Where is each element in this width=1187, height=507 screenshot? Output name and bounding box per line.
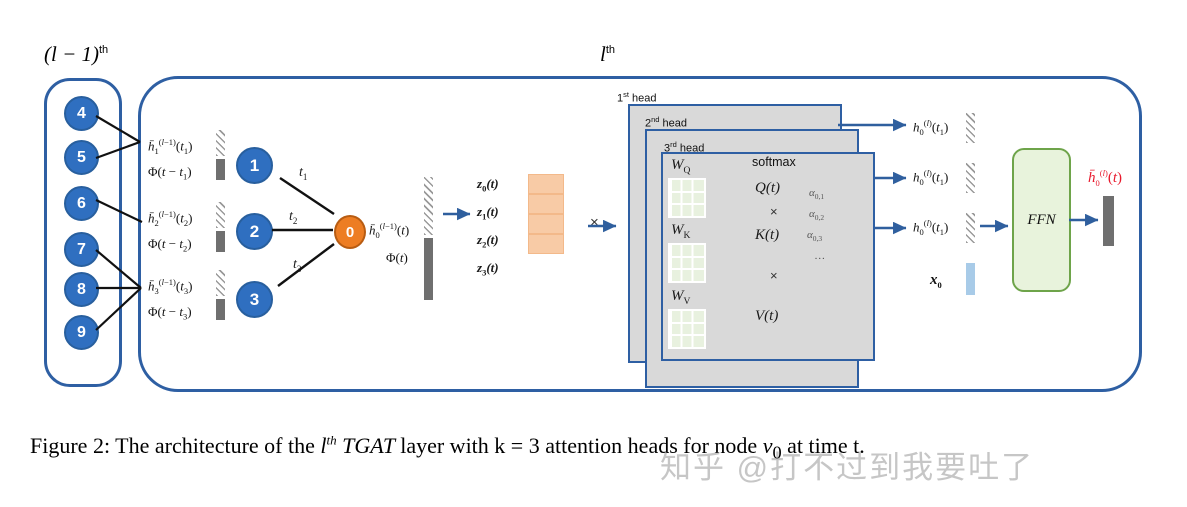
head-output-label-2: h0(l)(t1) [913,168,949,187]
head-title-2: 2nd head [645,115,687,130]
neighbor-3-phi-label: Φ(t − t3) [148,304,192,322]
node-label: 3 [249,289,260,309]
w-q-matrix [668,178,706,218]
head-output-bar-1 [966,113,975,143]
head-output-bar-3 [966,213,975,243]
neighbor-node-5[interactable]: 5 [64,140,99,175]
q-of-t-label: Q(t) [755,180,780,196]
k-of-t-label: K(t) [755,227,780,243]
node-feature-label: x0 [930,272,942,290]
head-output-label-3: h0(l)(t1) [913,218,949,237]
figure-caption: Figure 2: The architecture of the lth TG… [30,432,865,463]
z-cell [528,194,564,214]
attention-weight-0-1: α0,1 [809,187,825,202]
v-of-t-label: V(t) [755,308,779,324]
node-label: 6 [77,194,86,212]
w-k-matrix [668,243,706,283]
attention-weight-ellipsis: … [815,250,825,262]
neighbor-1-h-label: h̄1(l−1)(t1) [148,137,193,156]
head-title-1: 1st head [617,90,657,105]
inner-node-2[interactable]: 2 [236,213,273,250]
current-layer-label: lth [600,42,616,66]
attention-weight-0-2: α0,2 [809,208,825,223]
head-output-bar-2 [966,163,975,193]
multiply-symbol: × [590,214,599,231]
neighbor-1-phi-bar [216,159,225,180]
output-label: h̄0(l)(t) [1088,168,1122,188]
neighbor-2-phi-bar [216,231,225,252]
z-cell [528,214,564,234]
attention-weight-0-3: α0,3 [807,229,823,244]
output-bar [1103,196,1114,246]
inner-node-3[interactable]: 3 [236,281,273,318]
edge-time-label-t2: t2 [289,209,298,226]
neighbor-3-h-label: h̄3(l−1)(t3) [148,277,193,296]
z-cell [528,234,564,254]
w-k-label: WK [671,222,691,241]
node-label: 4 [77,104,86,122]
node-label: 1 [249,155,260,175]
neighbor-1-h-bar [216,130,225,156]
neighbor-2-h-bar [216,202,225,228]
node-label: 0 [345,223,355,241]
center-h-label: h̄0(l−1)(t) [369,221,410,240]
edge-time-label-t3: t3 [293,257,302,274]
qk-multiply-symbol: × [770,204,778,219]
neighbor-1-phi-label: Φ(t − t1) [148,164,192,182]
w-v-label: WV [671,288,691,307]
softmax-label: softmax [752,155,796,169]
neighbor-3-phi-bar [216,299,225,320]
node-label: 7 [77,240,86,258]
previous-layer-label: (l − 1)th [44,42,109,66]
center-node-0[interactable]: 0 [334,215,366,249]
node-label: 9 [77,323,86,341]
center-h-bar [424,177,433,235]
head-title-3: 3rd head [664,140,705,155]
center-phi-label: Φ(t) [386,250,408,265]
w-v-matrix [668,309,706,349]
w-q-label: WQ [671,157,691,176]
watermark: 知乎 @打不过到我要吐了 [660,450,1035,485]
neighbor-3-h-bar [216,270,225,296]
neighbor-node-6[interactable]: 6 [64,186,99,221]
node-label: 8 [77,280,86,298]
inner-node-1[interactable]: 1 [236,147,273,184]
neighbor-node-9[interactable]: 9 [64,315,99,350]
z-matrix [528,174,564,254]
kv-multiply-symbol: × [770,268,778,283]
head-output-label-1: h0(l)(t1) [913,118,949,137]
ffn-label: FFN [1027,211,1056,228]
z-row-label-0: z0(t) [477,176,499,194]
edge-time-label-t1: t1 [299,165,308,182]
z-row-label-1: z1(t) [477,204,499,222]
neighbor-node-7[interactable]: 7 [64,232,99,267]
neighbor-2-phi-label: Φ(t − t2) [148,236,192,254]
node-feature-bar [966,263,975,295]
node-label: 5 [77,148,86,166]
neighbor-node-8[interactable]: 8 [64,272,99,307]
z-row-label-2: z2(t) [477,232,499,250]
neighbor-node-4[interactable]: 4 [64,96,99,131]
z-cell [528,174,564,194]
ffn-block[interactable]: FFN [1012,148,1071,292]
neighbor-2-h-label: h̄2(l−1)(t2) [148,209,193,228]
center-phi-bar [424,238,433,300]
z-row-label-3: z3(t) [477,260,499,278]
node-label: 2 [249,221,260,241]
